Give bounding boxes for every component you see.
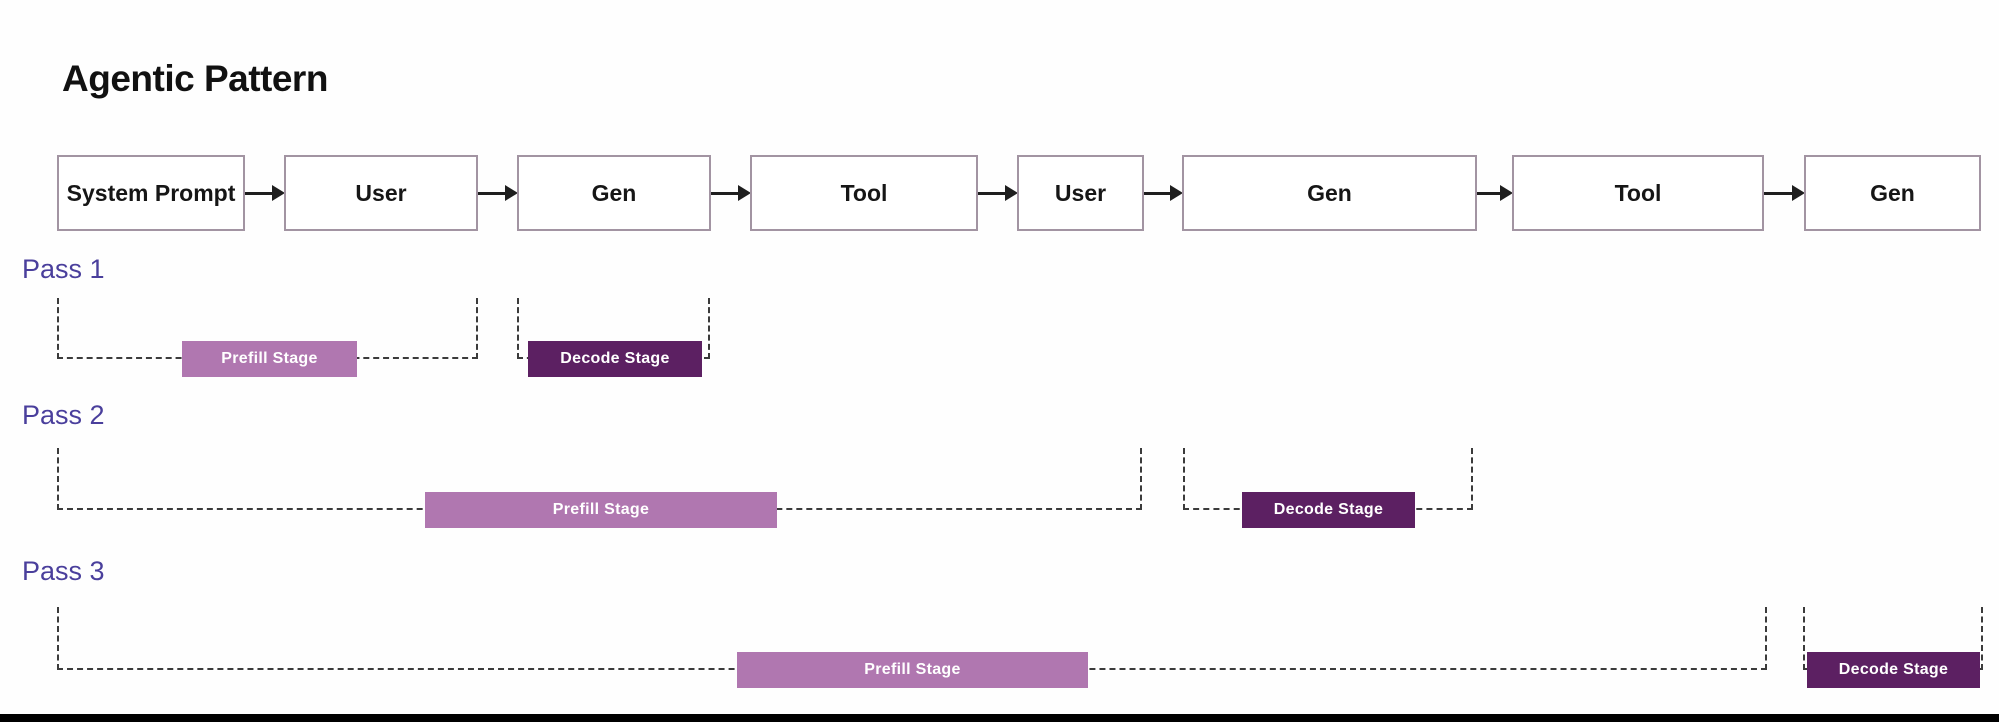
arrow-right-icon (711, 185, 751, 201)
flow-box-label: Gen (1870, 179, 1915, 206)
arrow-right-icon (1477, 185, 1513, 201)
flow-box-label: User (355, 179, 407, 206)
flow-box-user-1: User (284, 155, 478, 231)
pass-2-prefill-stage-bar: Prefill Stage (425, 492, 777, 528)
arrow-right-icon (478, 185, 518, 201)
flow-box-gen-3: Gen (1804, 155, 1981, 231)
pass-1-prefill-stage-bar: Prefill Stage (182, 341, 357, 377)
pass-3-label: Pass 3 (22, 556, 105, 586)
flow-box-tool-2: Tool (1512, 155, 1764, 231)
flow-box-label: Tool (840, 179, 888, 206)
arrow-right-icon (1764, 185, 1805, 201)
pass-2-decode-stage-bar: Decode Stage (1242, 492, 1415, 528)
flow-box-label: Gen (591, 179, 637, 206)
pass-3-prefill-stage-bar: Prefill Stage (737, 652, 1088, 688)
flow-box-tool-1: Tool (750, 155, 978, 231)
arrow-right-icon (245, 185, 285, 201)
arrow-right-icon (978, 185, 1018, 201)
pass-3-decode-stage-bar: Decode Stage (1807, 652, 1980, 688)
arrow-right-icon (1144, 185, 1183, 201)
flow-box-label: Tool (1614, 179, 1662, 206)
pass-1-label: Pass 1 (22, 254, 105, 284)
flow-box-label: System Prompt (66, 179, 236, 206)
flow-box-gen-2: Gen (1182, 155, 1477, 231)
page-title: Agentic Pattern (62, 58, 328, 99)
bottom-black-bar (0, 714, 1999, 722)
flow-box-gen-1: Gen (517, 155, 711, 231)
flow-box-user-2: User (1017, 155, 1144, 231)
pass-2-label: Pass 2 (22, 400, 105, 430)
flow-box-label: User (1054, 179, 1107, 206)
flow-box-system-prompt: System Prompt (57, 155, 245, 231)
flow-box-label: Gen (1307, 179, 1352, 206)
pass-1-decode-stage-bar: Decode Stage (528, 341, 702, 377)
